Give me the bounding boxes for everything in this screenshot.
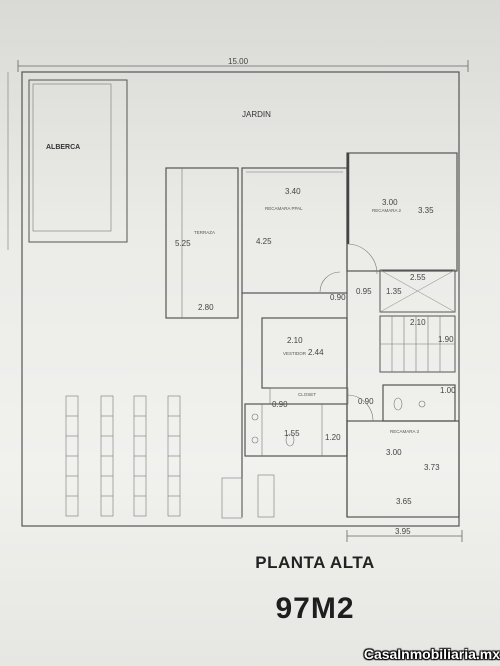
sink-1: [251, 413, 259, 421]
closet-name: CLOSET: [298, 392, 316, 397]
terrace-room: [165, 167, 239, 319]
dim-bath-120: 1.20: [325, 433, 341, 442]
stair-void: [379, 269, 456, 313]
main-bedroom-name: RECAMARA PPAL: [265, 206, 303, 211]
pool-outline: [28, 79, 128, 243]
dim-hall-090: 0.90: [330, 293, 346, 302]
garden-paving-grid: [65, 395, 181, 517]
bottom-dimension-line: [346, 530, 463, 542]
dim-hall-095: 0.95: [356, 287, 372, 296]
entrance-box-2: [257, 474, 275, 518]
watermark: CasaInmobiliaria.mx: [363, 646, 500, 662]
dim-bath2-100: 1.00: [440, 386, 456, 395]
dim-hall-135: 1.35: [386, 287, 402, 296]
dim-terrace-width: 2.80: [198, 303, 214, 312]
pool-inner: [32, 83, 112, 232]
bedroom-2-name: RECAMARA 2: [372, 208, 402, 213]
top-dimension-label: 15.00: [228, 57, 249, 66]
pool-label: ALBERCA: [46, 144, 80, 151]
dim-bedroom-3-width: 3.00: [386, 448, 402, 457]
dim-terrace-height: 5.25: [175, 239, 191, 248]
dim-stair-210: 2.10: [410, 318, 426, 327]
main-bedroom-door-arc: [319, 271, 341, 293]
dim-stair-190: 1.90: [438, 335, 454, 344]
bedroom-2: [346, 152, 458, 272]
dim-bedroom-2-height: 3.35: [418, 206, 434, 215]
dim-dressing-width: 2.10: [287, 336, 303, 345]
dim-bedroom-2-width: 3.00: [382, 198, 398, 207]
bottom-dimension-label: 3.95: [395, 527, 411, 536]
dim-dressing-height: 2.44: [308, 348, 324, 357]
dim-main-bedroom-height: 4.25: [256, 237, 272, 246]
dim-stair-255: 2.55: [410, 273, 426, 282]
stairs: [379, 315, 456, 373]
bedroom-3-door-arc: [346, 394, 374, 422]
dim-bedroom-3-height: 3.73: [424, 463, 440, 472]
dim-bedroom-3-depth: 3.65: [396, 497, 412, 506]
sink-3: [418, 400, 426, 408]
dim-main-bedroom-width: 3.40: [285, 187, 301, 196]
dim-bath2-090: 0.90: [358, 397, 374, 406]
plan-area: 97M2: [275, 592, 355, 625]
terrace-room-name: TERRAZA: [194, 230, 215, 235]
sink-2: [251, 436, 259, 444]
toilet-1: [285, 433, 295, 447]
dim-bath-155: 1.55: [284, 429, 300, 438]
dressing-room-name: VESTIDOR: [283, 351, 307, 356]
bedroom-2-door-arc: [346, 243, 378, 275]
garden-label: JARDIN: [242, 110, 271, 119]
top-dimension-line: [17, 60, 469, 72]
bedroom-3-name: RECAMARA 3: [390, 429, 420, 434]
site-boundary: [21, 71, 460, 527]
toilet-2: [393, 397, 403, 411]
entrance-box: [221, 477, 243, 519]
plan-title: PLANTA ALTA: [255, 553, 375, 572]
